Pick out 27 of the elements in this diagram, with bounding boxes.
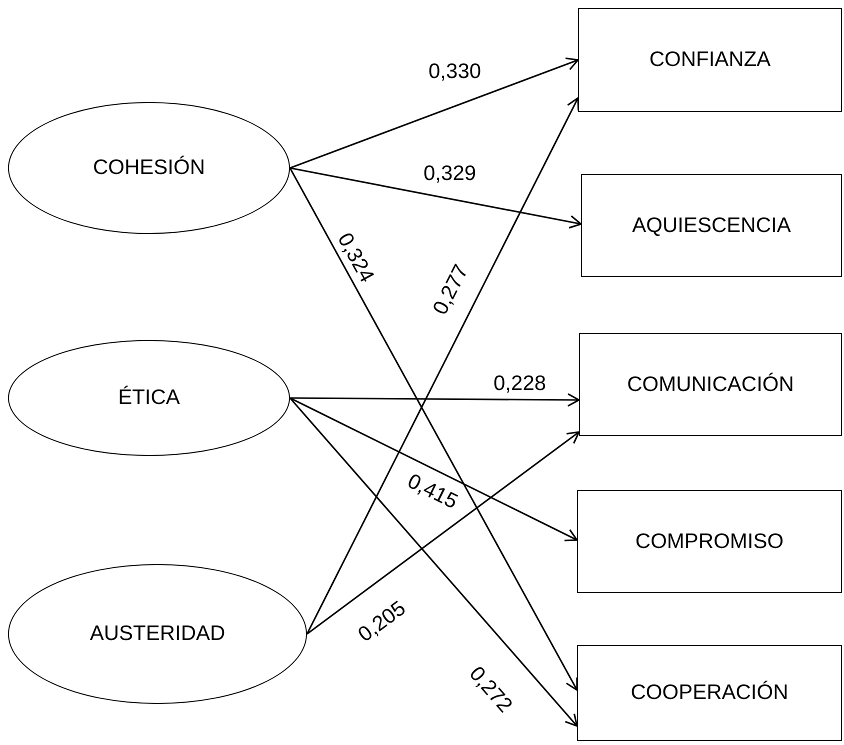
edge-label: 0,330 [426,61,484,83]
variable-box [579,333,842,436]
arrow [306,431,580,635]
arrow [289,397,578,727]
arrow [289,168,578,691]
variable-box [577,490,842,593]
latent-variable-ellipse [8,102,290,234]
node-label: AUSTERIDAD [90,622,226,646]
arrow [290,167,582,229]
edge-label: 0,329 [422,163,478,185]
variable-box [578,8,842,112]
variable-box [577,645,842,741]
arrow [290,57,579,169]
node-label: COMUNICACIÓN [627,372,794,396]
arrow [306,97,580,634]
node-label: CONFIANZA [649,48,771,72]
arrow [290,397,578,542]
node-label: COMPROMISO [635,530,784,554]
arrow [290,393,580,407]
node-label: COHESIÓN [92,156,205,180]
node-label: ÉTICA [118,386,180,410]
variable-box [581,174,842,277]
edge-label: 0,228 [492,373,548,395]
latent-variable-ellipse [8,340,290,456]
node-label: COOPERACIÓN [630,681,788,705]
node-label: AQUIESCENCIA [632,214,791,238]
latent-variable-ellipse [8,564,307,704]
